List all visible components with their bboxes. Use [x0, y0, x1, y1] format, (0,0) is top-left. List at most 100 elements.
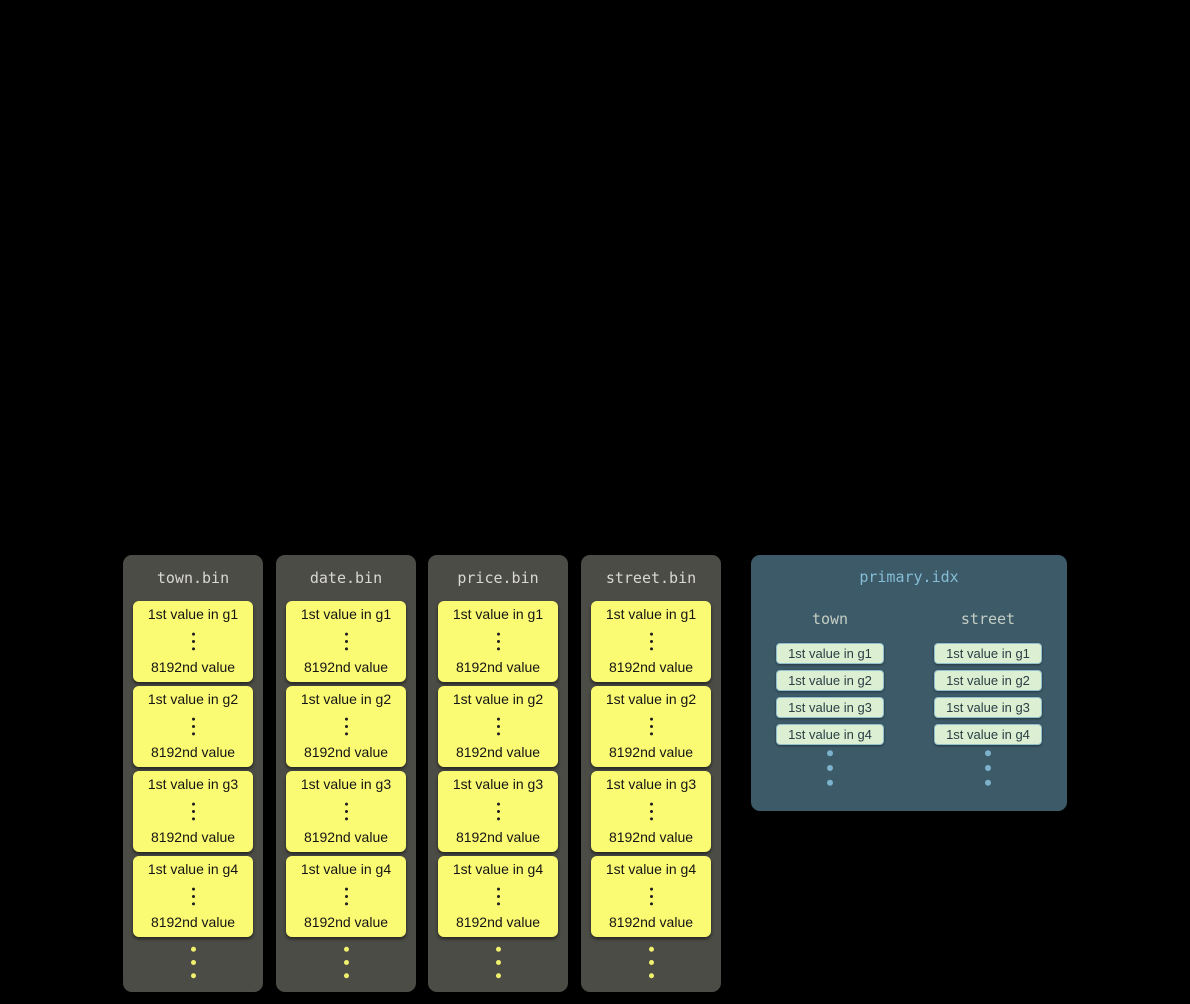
- granule-last-value: 8192nd value: [455, 914, 541, 930]
- granule-block: 1st value in g1 8192nd value: [133, 601, 253, 682]
- primary-index-panel: primary.idx town 1st value in g1 1st val…: [751, 555, 1067, 811]
- ellipsis-icon: [344, 809, 348, 813]
- ellipsis-icon: [649, 639, 653, 643]
- ellipsis-icon: [191, 724, 195, 728]
- bin-file-name: town.bin: [156, 569, 230, 587]
- granule-block: 1st value in g1 8192nd value: [591, 601, 711, 682]
- index-entry: 1st value in g4: [934, 724, 1042, 745]
- granule-first-value: 1st value in g2: [300, 691, 392, 707]
- bin-file-date: date.bin 1st value in g1 8192nd value 1s…: [276, 555, 416, 992]
- granule-last-value: 8192nd value: [303, 829, 389, 845]
- granule-last-value: 8192nd value: [150, 659, 236, 675]
- index-entry: 1st value in g3: [934, 697, 1042, 718]
- granule-first-value: 1st value in g3: [605, 776, 697, 792]
- granule-last-value: 8192nd value: [455, 659, 541, 675]
- granule-block: 1st value in g4 8192nd value: [133, 856, 253, 937]
- granule-block: 1st value in g2 8192nd value: [438, 686, 558, 767]
- granule-block: 1st value in g4 8192nd value: [438, 856, 558, 937]
- granule-first-value: 1st value in g4: [300, 861, 392, 877]
- granule-last-value: 8192nd value: [608, 829, 694, 845]
- more-granules-ellipsis: [428, 949, 568, 976]
- granule-last-value: 8192nd value: [150, 914, 236, 930]
- ellipsis-icon: [827, 765, 833, 771]
- ellipsis-icon: [344, 724, 348, 728]
- granule-first-value: 1st value in g4: [147, 861, 239, 877]
- granule-block: 1st value in g2 8192nd value: [286, 686, 406, 767]
- ellipsis-icon: [496, 894, 500, 898]
- ellipsis-icon: [343, 960, 349, 965]
- granule-first-value: 1st value in g1: [300, 606, 392, 622]
- ellipsis-icon: [496, 809, 500, 813]
- index-entry-list: 1st value in g1 1st value in g2 1st valu…: [934, 643, 1042, 745]
- granule-block: 1st value in g3 8192nd value: [438, 771, 558, 852]
- ellipsis-icon: [191, 639, 195, 643]
- granule-last-value: 8192nd value: [455, 744, 541, 760]
- ellipsis-icon: [649, 894, 653, 898]
- granule-block: 1st value in g3 8192nd value: [133, 771, 253, 852]
- index-entry: 1st value in g1: [776, 643, 884, 664]
- granule-last-value: 8192nd value: [150, 744, 236, 760]
- bin-file-town: town.bin 1st value in g1 8192nd value 1s…: [123, 555, 263, 992]
- granule-block: 1st value in g4 8192nd value: [591, 856, 711, 937]
- ellipsis-icon: [344, 639, 348, 643]
- index-entry: 1st value in g1: [934, 643, 1042, 664]
- granule-block: 1st value in g3 8192nd value: [591, 771, 711, 852]
- granule-last-value: 8192nd value: [303, 744, 389, 760]
- granule-last-value: 8192nd value: [303, 914, 389, 930]
- ellipsis-icon: [648, 960, 654, 965]
- ellipsis-icon: [496, 724, 500, 728]
- ellipsis-icon: [496, 639, 500, 643]
- granule-first-value: 1st value in g3: [452, 776, 544, 792]
- granule-first-value: 1st value in g1: [452, 606, 544, 622]
- granule-block: 1st value in g2 8192nd value: [591, 686, 711, 767]
- bin-file-price: price.bin 1st value in g1 8192nd value 1…: [428, 555, 568, 992]
- ellipsis-icon: [191, 809, 195, 813]
- ellipsis-icon: [190, 960, 196, 965]
- index-entry: 1st value in g3: [776, 697, 884, 718]
- granule-first-value: 1st value in g1: [147, 606, 239, 622]
- granule-list: 1st value in g1 8192nd value 1st value i…: [286, 601, 406, 937]
- index-entry: 1st value in g4: [776, 724, 884, 745]
- granule-block: 1st value in g2 8192nd value: [133, 686, 253, 767]
- more-granules-ellipsis: [581, 949, 721, 976]
- granule-first-value: 1st value in g2: [147, 691, 239, 707]
- granule-first-value: 1st value in g2: [452, 691, 544, 707]
- granule-first-value: 1st value in g3: [300, 776, 392, 792]
- granule-last-value: 8192nd value: [303, 659, 389, 675]
- index-column-street: street 1st value in g1 1st value in g2 1…: [909, 599, 1067, 783]
- granule-last-value: 8192nd value: [608, 744, 694, 760]
- ellipsis-icon: [985, 765, 991, 771]
- index-column-label: town: [811, 610, 849, 628]
- bin-file-name: street.bin: [605, 569, 697, 587]
- granule-list: 1st value in g1 8192nd value 1st value i…: [133, 601, 253, 937]
- granule-last-value: 8192nd value: [455, 829, 541, 845]
- granule-last-value: 8192nd value: [150, 829, 236, 845]
- granule-last-value: 8192nd value: [608, 659, 694, 675]
- more-granules-ellipsis: [276, 949, 416, 976]
- granule-first-value: 1st value in g1: [605, 606, 697, 622]
- bin-file-name: date.bin: [309, 569, 383, 587]
- granule-first-value: 1st value in g3: [147, 776, 239, 792]
- granule-block: 1st value in g4 8192nd value: [286, 856, 406, 937]
- granule-first-value: 1st value in g2: [605, 691, 697, 707]
- granule-block: 1st value in g1 8192nd value: [438, 601, 558, 682]
- ellipsis-icon: [344, 894, 348, 898]
- index-column-label: street: [960, 610, 1016, 628]
- bin-file-street: street.bin 1st value in g1 8192nd value …: [581, 555, 721, 992]
- more-entries-ellipsis: [827, 753, 833, 783]
- granule-block: 1st value in g1 8192nd value: [286, 601, 406, 682]
- granule-list: 1st value in g1 8192nd value 1st value i…: [438, 601, 558, 937]
- index-columns: town 1st value in g1 1st value in g2 1st…: [751, 599, 1067, 783]
- ellipsis-icon: [649, 724, 653, 728]
- granule-first-value: 1st value in g4: [605, 861, 697, 877]
- granule-list: 1st value in g1 8192nd value 1st value i…: [591, 601, 711, 937]
- granule-last-value: 8192nd value: [608, 914, 694, 930]
- index-column-town: town 1st value in g1 1st value in g2 1st…: [751, 599, 909, 783]
- index-entry: 1st value in g2: [934, 670, 1042, 691]
- primary-index-title: primary.idx: [859, 568, 959, 586]
- index-entry-list: 1st value in g1 1st value in g2 1st valu…: [776, 643, 884, 745]
- granule-block: 1st value in g3 8192nd value: [286, 771, 406, 852]
- granule-first-value: 1st value in g4: [452, 861, 544, 877]
- index-entry: 1st value in g2: [776, 670, 884, 691]
